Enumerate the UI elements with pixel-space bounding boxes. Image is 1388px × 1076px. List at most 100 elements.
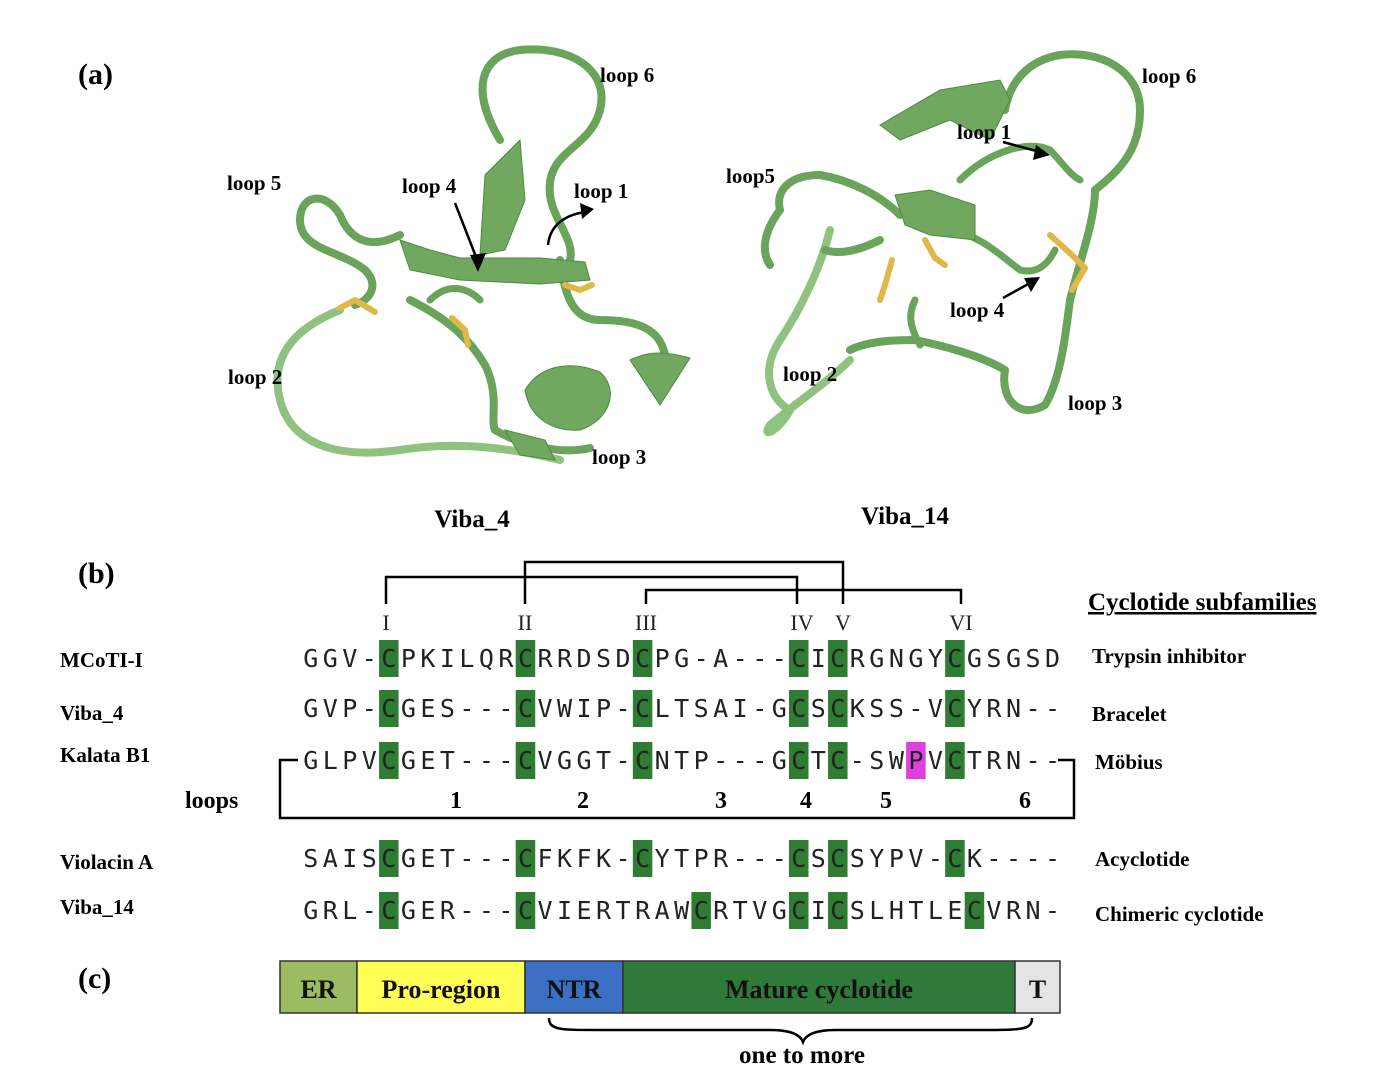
residue: - — [733, 746, 748, 775]
numeral-I: I — [382, 610, 389, 635]
residue: P — [596, 694, 611, 723]
residue: G — [772, 746, 787, 775]
family-violacin: Acyclotide — [1095, 847, 1189, 871]
panel-b-label: (b) — [78, 557, 115, 590]
residue: - — [1045, 896, 1060, 925]
viba4-loop1-arrowhead — [580, 203, 594, 219]
cysteine-highlight — [828, 840, 848, 877]
residue: - — [459, 896, 474, 925]
viba4-loop4-label: loop 4 — [402, 174, 457, 198]
residue: C — [791, 896, 806, 925]
residue: E — [420, 746, 435, 775]
residue: S — [869, 746, 884, 775]
residue: K — [596, 844, 611, 873]
residue: - — [498, 694, 513, 723]
loop-number-1: 1 — [450, 788, 462, 814]
cysteine-highlight — [789, 640, 809, 677]
cysteine-highlight — [828, 690, 848, 727]
bond-III-VI — [644, 588, 963, 604]
residue: P — [908, 746, 923, 775]
viba14-loop4-arrowhead — [1024, 277, 1040, 292]
residue: C — [518, 644, 533, 673]
viba14-title: Viba_14 — [861, 503, 949, 530]
residue: G — [303, 644, 318, 673]
viba4-loop4-arrowhead — [470, 253, 486, 272]
seq-name-violacin: Violacin A — [60, 850, 154, 874]
cysteine-highlight — [789, 742, 809, 779]
loop-numbers: 1 2 3 4 5 6 — [450, 788, 1031, 814]
residue: - — [498, 746, 513, 775]
viba14-loop5-label: loop5 — [726, 164, 775, 188]
residue: W — [557, 694, 573, 723]
residue: C — [791, 746, 806, 775]
residue: T — [616, 896, 631, 925]
numeral-IV: IV — [790, 610, 813, 635]
residue: C — [791, 844, 806, 873]
proline-highlight — [906, 742, 926, 779]
loop-number-4: 4 — [800, 788, 812, 814]
residue: I — [733, 694, 748, 723]
residue: G — [908, 644, 923, 673]
segment-er-label: ER — [300, 975, 336, 1004]
residue: - — [1025, 844, 1040, 873]
residue: I — [811, 896, 826, 925]
residue: A — [713, 644, 728, 673]
residue: - — [1045, 746, 1060, 775]
residue: C — [791, 644, 806, 673]
residue: G — [1006, 644, 1021, 673]
residue: C — [830, 694, 845, 723]
residue: A — [713, 694, 728, 723]
viba14-loop6-label: loop 6 — [1142, 64, 1196, 88]
viba14-loop3-label: loop 3 — [1068, 391, 1122, 415]
cysteine-highlight — [632, 690, 653, 727]
residue: C — [518, 694, 533, 723]
residue: V — [986, 896, 1001, 925]
cysteine-highlight — [828, 640, 848, 677]
cysteine-highlight — [515, 690, 536, 727]
cysteine-highlight — [515, 840, 536, 877]
residue: V — [323, 694, 338, 723]
viba14-loop1-label: loop 1 — [957, 120, 1011, 144]
cysteine-highlight — [515, 640, 536, 677]
residue: F — [577, 844, 592, 873]
residue: S — [362, 844, 377, 873]
residue: - — [479, 844, 494, 873]
cysteine-highlight — [632, 742, 653, 779]
residue: S — [1025, 644, 1040, 673]
residue: C — [830, 746, 845, 775]
residue: - — [459, 694, 474, 723]
residue: Q — [479, 644, 494, 673]
loop-number-2: 2 — [577, 788, 589, 814]
residue: S — [889, 694, 904, 723]
cysteine-highlight — [945, 690, 965, 727]
residue: - — [733, 644, 748, 673]
residue: Y — [655, 844, 670, 873]
viba4-loop5-label: loop 5 — [227, 171, 281, 195]
residue: R — [498, 644, 514, 673]
residue: R — [596, 896, 612, 925]
segment-ntr-label: NTR — [547, 975, 602, 1004]
residue: N — [1006, 694, 1021, 723]
residue: R — [323, 896, 339, 925]
cysteine-highlight — [789, 840, 809, 877]
residue: N — [655, 746, 670, 775]
residue: - — [362, 644, 377, 673]
residue: C — [791, 694, 806, 723]
residue: C — [635, 694, 650, 723]
residue: S — [850, 896, 865, 925]
cysteine-highlight — [515, 742, 536, 779]
residue: - — [694, 644, 709, 673]
residue: - — [362, 896, 377, 925]
residue: T — [908, 896, 923, 925]
residue: - — [459, 746, 474, 775]
residue: L — [655, 694, 670, 723]
residue: D — [577, 644, 592, 673]
cysteine-highlight — [691, 892, 711, 929]
residue: P — [655, 644, 670, 673]
residue: G — [401, 896, 416, 925]
cysteine-highlight — [379, 690, 399, 727]
seq-name-viba4: Viba_4 — [60, 701, 124, 725]
